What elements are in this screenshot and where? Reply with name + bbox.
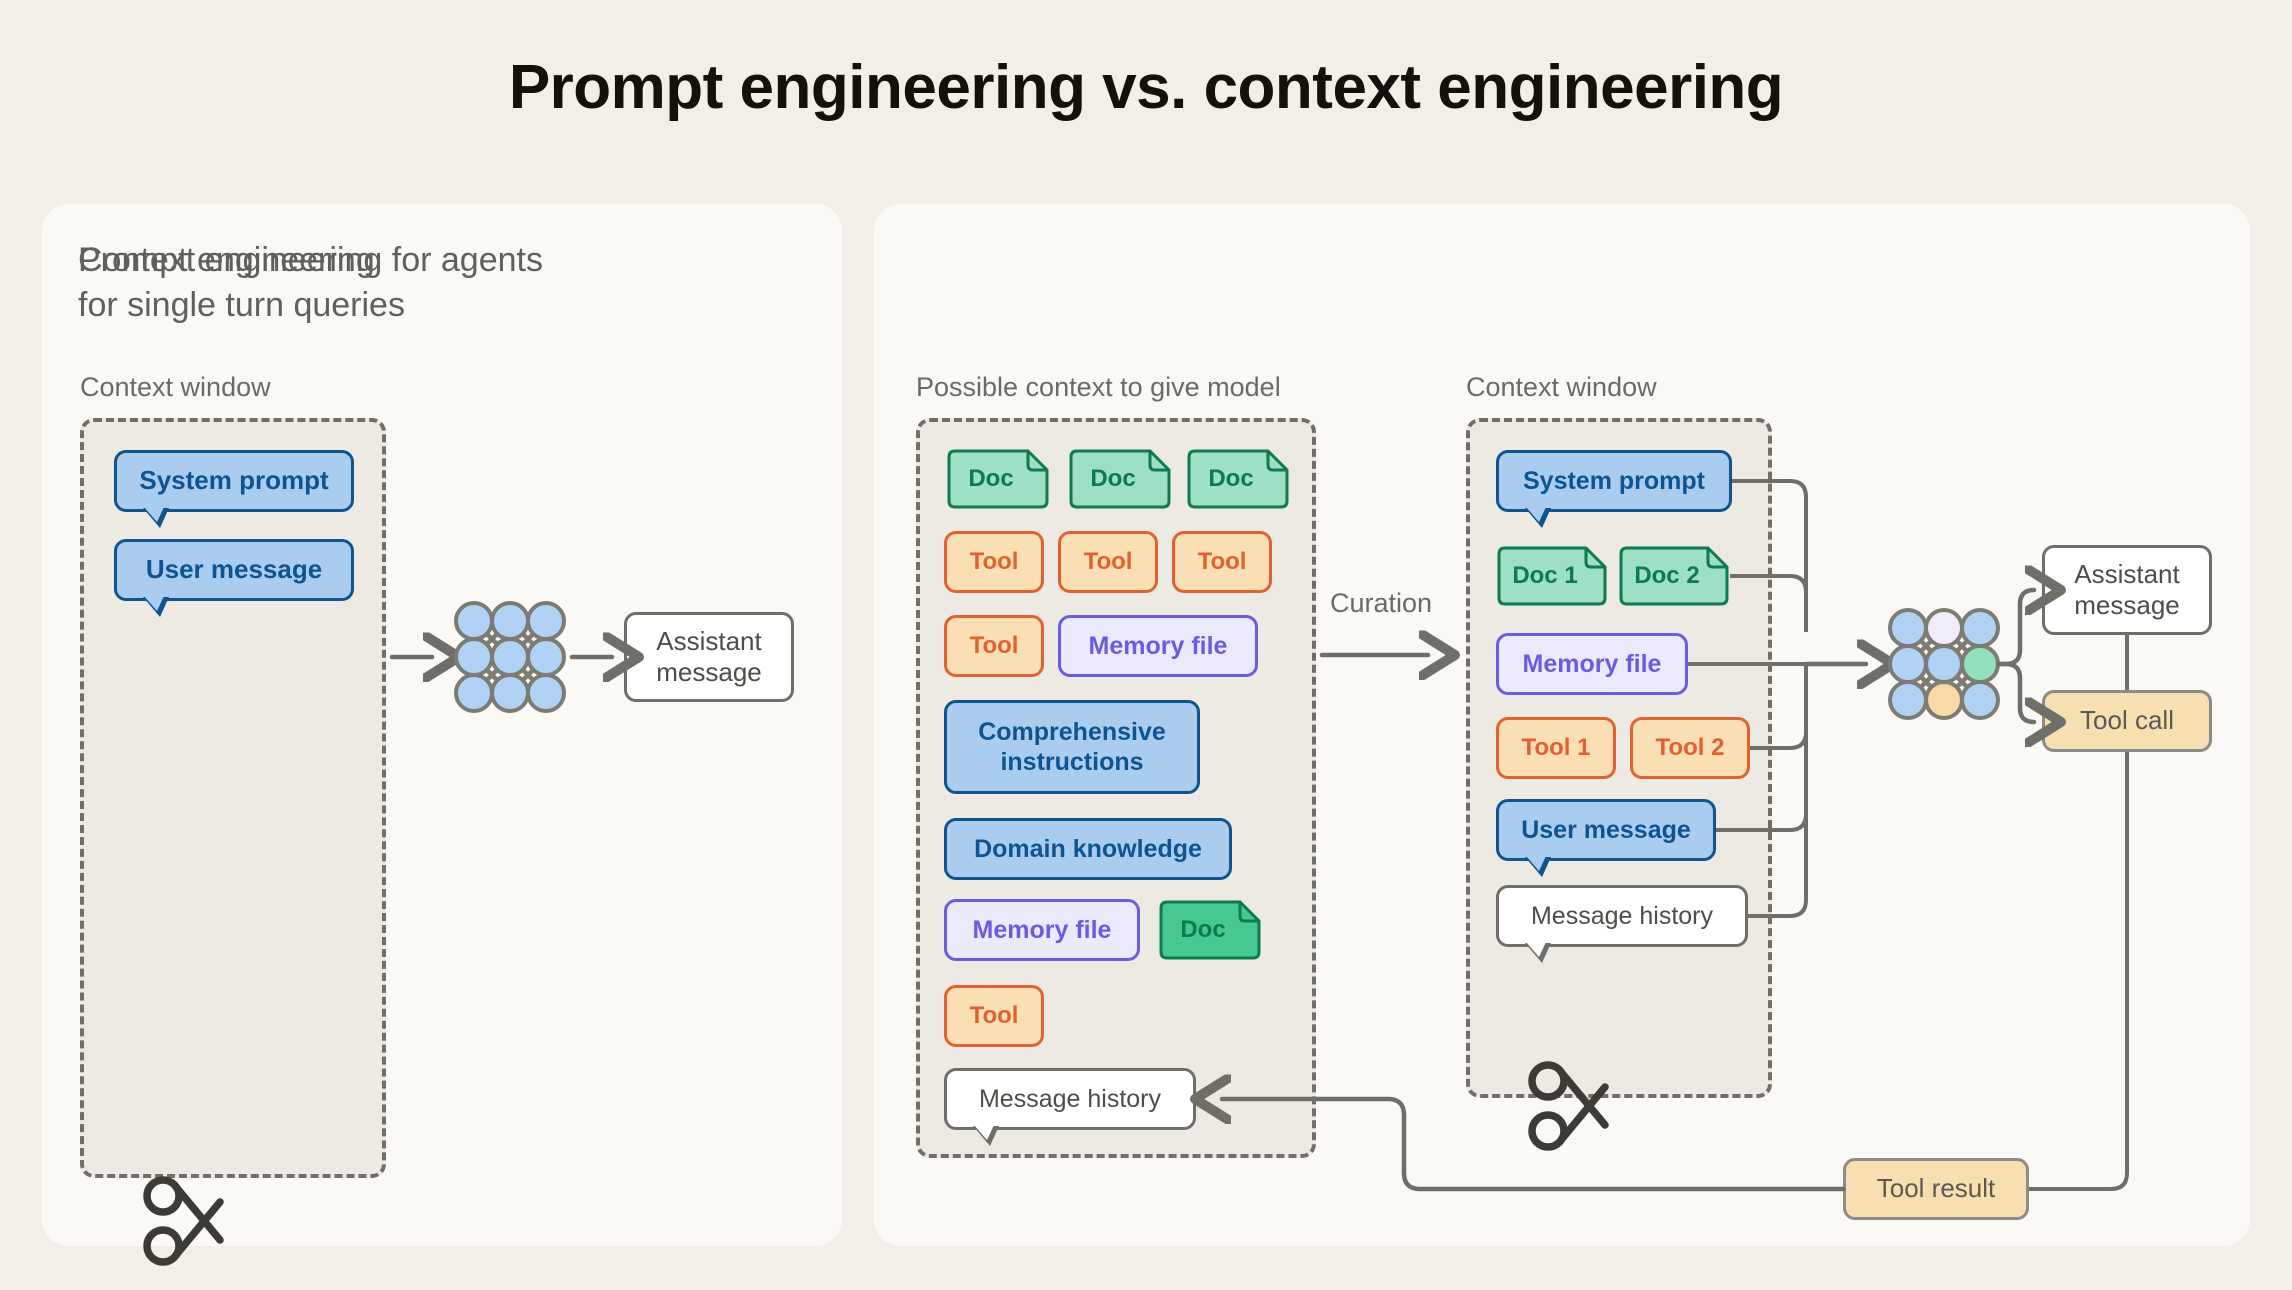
possible-memory-file-1[interactable]: Memory file <box>1058 615 1258 677</box>
possible-context-label: Possible context to give model <box>916 372 1281 402</box>
possible-doc-4[interactable]: Doc <box>1158 899 1262 961</box>
possible-tool-3[interactable]: Tool <box>1172 531 1272 593</box>
ctx-tool-1[interactable]: Tool 1 <box>1496 717 1616 779</box>
right-context-window-label: Context window <box>1466 372 1657 402</box>
prompt-engineering-panel-title: Prompt engineering for single turn queri… <box>78 241 405 325</box>
possible-tool-2[interactable]: Tool <box>1058 531 1158 593</box>
left-assistant-message-box[interactable]: Assistant message <box>624 612 794 702</box>
ctx-tool-2[interactable]: Tool 2 <box>1630 717 1750 779</box>
possible-tool-4[interactable]: Tool <box>944 615 1044 677</box>
ctx-memory-file[interactable]: Memory file <box>1496 633 1688 695</box>
possible-doc-1-label: Doc <box>968 465 1014 492</box>
possible-doc-2[interactable]: Doc <box>1068 448 1172 510</box>
possible-tool-1[interactable]: Tool <box>944 531 1044 593</box>
assistant-message-box[interactable]: Assistant message <box>2042 545 2212 635</box>
tool-call-box[interactable]: Tool call <box>2042 690 2212 752</box>
possible-tool-5[interactable]: Tool <box>944 985 1044 1047</box>
ctx-doc-2-label: Doc 2 <box>1634 562 1700 589</box>
curation-label: Curation <box>1330 588 1433 618</box>
possible-comprehensive-instructions[interactable]: Comprehensive instructions <box>944 700 1200 794</box>
possible-doc-2-label: Doc <box>1090 465 1136 492</box>
possible-doc-4-label: Doc <box>1180 916 1226 943</box>
ctx-system-prompt[interactable]: System prompt <box>1496 450 1732 528</box>
context-engineering-panel-title: Context engineering for agents <box>78 241 543 279</box>
possible-domain-knowledge[interactable]: Domain knowledge <box>944 818 1232 880</box>
ctx-doc-1[interactable]: Doc 1 <box>1496 545 1608 607</box>
possible-doc-1[interactable]: Doc <box>946 448 1050 510</box>
possible-memory-file-2[interactable]: Memory file <box>944 899 1140 961</box>
tool-result-box[interactable]: Tool result <box>1843 1158 2029 1220</box>
left-user-message-chip[interactable]: User message <box>114 539 354 617</box>
page-title: Prompt engineering vs. context engineeri… <box>508 53 1784 122</box>
possible-doc-3-label: Doc <box>1208 465 1254 492</box>
ctx-doc-2[interactable]: Doc 2 <box>1618 545 1730 607</box>
left-context-window-label: Context window <box>80 372 271 402</box>
ctx-user-message[interactable]: User message <box>1496 799 1716 877</box>
ctx-doc-1-label: Doc 1 <box>1512 562 1578 589</box>
left-context-window <box>80 418 386 1178</box>
ctx-message-history[interactable]: Message history <box>1496 885 1748 963</box>
left-system-prompt-chip[interactable]: System prompt <box>114 450 354 528</box>
possible-message-history[interactable]: Message history <box>944 1068 1196 1146</box>
possible-doc-3[interactable]: Doc <box>1186 448 1290 510</box>
